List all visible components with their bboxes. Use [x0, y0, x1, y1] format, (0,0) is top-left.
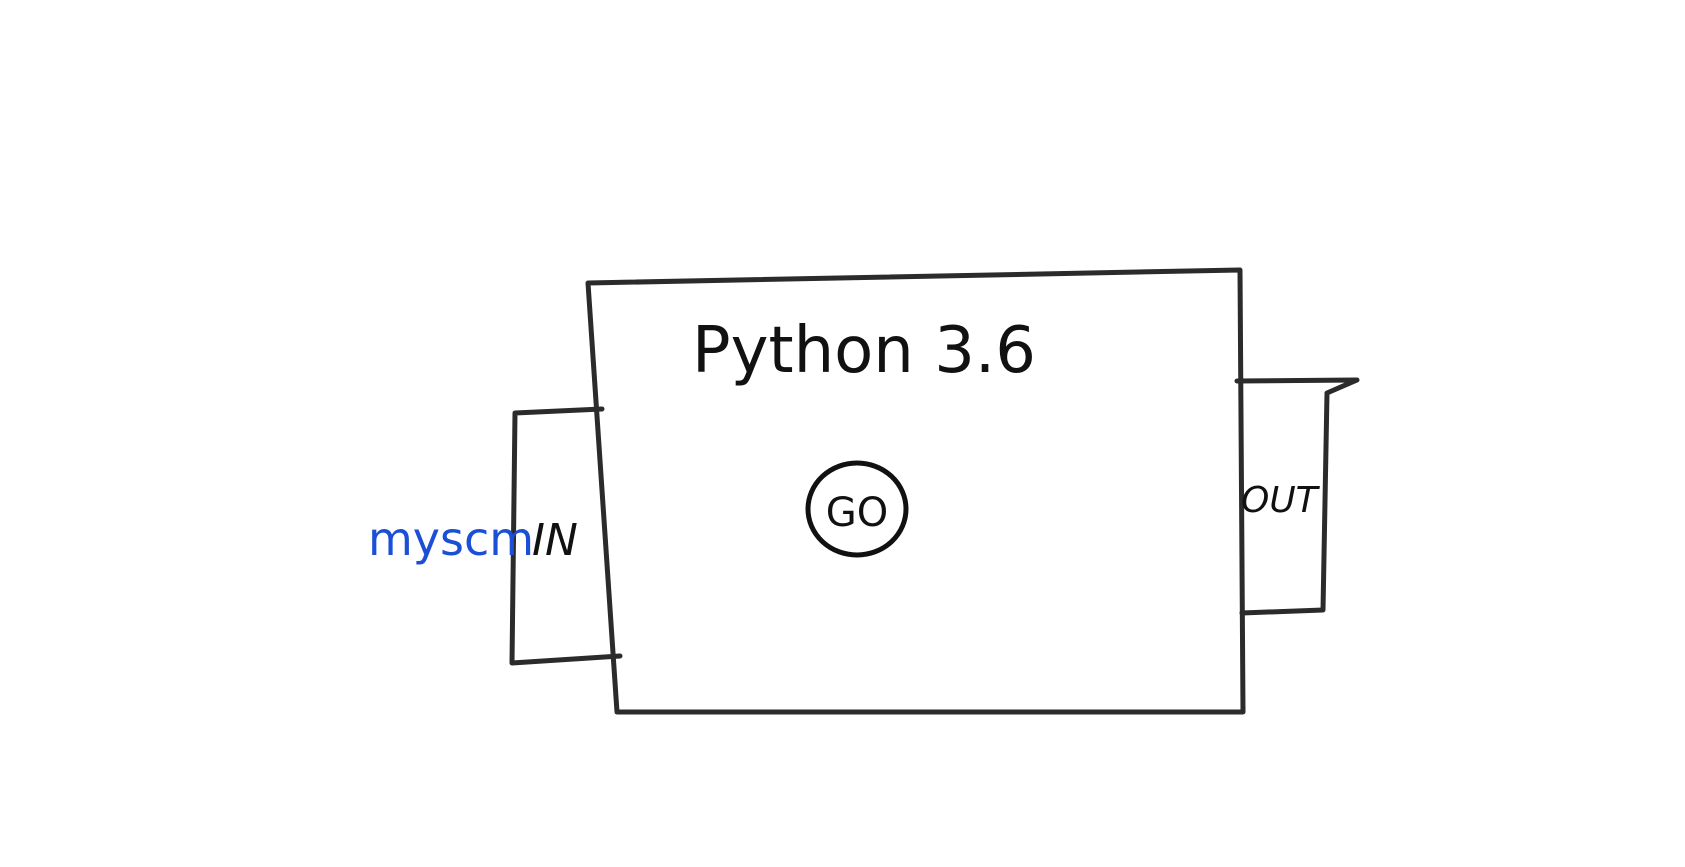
go-button-label: GO [826, 490, 888, 536]
main-box-outline [585, 267, 1246, 715]
out-port-label: OUT [1241, 480, 1321, 521]
out-port-outline [1234, 377, 1360, 616]
in-port [509, 406, 623, 666]
main-box-title: Python 3.6 [692, 314, 1036, 388]
go-button-circle[interactable] [805, 460, 909, 558]
go-button[interactable]: GO [805, 460, 909, 558]
out-port [1234, 377, 1360, 616]
in-port-outline [509, 406, 623, 666]
in-port-input-label: myscm [368, 512, 534, 566]
main-box [585, 267, 1246, 715]
in-port-label: IN [532, 515, 578, 566]
